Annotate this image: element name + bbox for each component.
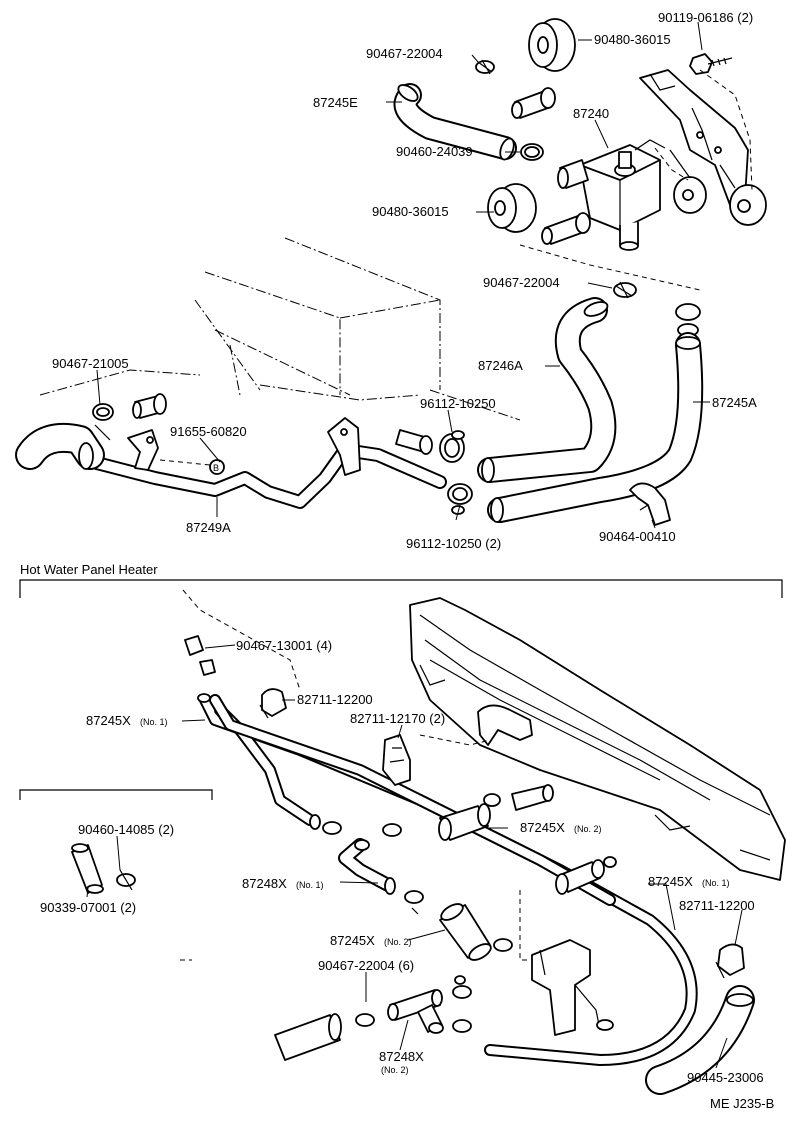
- pipe-connector-left: [132, 393, 167, 419]
- label-90480-36015-mid: 90480-36015: [372, 204, 449, 219]
- label-87245X-no2-a-sub: (No. 2): [574, 824, 602, 834]
- label-90467-22004-top: 90467-22004: [366, 46, 443, 61]
- footer-code: ME J235-B: [710, 1096, 774, 1111]
- label-90460-24039: 90460-24039: [396, 144, 473, 159]
- label-90467-13001: 90467-13001 (4): [236, 638, 332, 653]
- label-87245X-no1-a-sub: (No. 1): [140, 717, 168, 727]
- pipe-connector-right: [395, 429, 433, 455]
- clip-82711-12200-b: [715, 943, 745, 979]
- engine-block-outline: [39, 237, 521, 421]
- label-90339-07001: 90339-07001 (2): [40, 900, 136, 915]
- clamp-96112-10250-b: [447, 483, 473, 515]
- ref-marker-b: [209, 459, 225, 475]
- hose-87245E: [393, 83, 517, 161]
- label-87248X-no1: 87248X: [242, 876, 287, 891]
- clamp-90467-21005: [92, 403, 114, 441]
- label-90480-36015-top: 90480-36015: [594, 32, 671, 47]
- hose-87245A: [487, 332, 704, 523]
- pipe-connector-top: [511, 87, 556, 119]
- pipe-87249A: [78, 417, 447, 509]
- pipe-connector-mid: [541, 212, 591, 245]
- label-82711-12200-a: 82711-12200: [297, 692, 373, 707]
- label-90467-21005: 90467-21005: [52, 356, 129, 371]
- hose-87245X-no2-b: [439, 903, 513, 961]
- pipe-87248X-no2: [355, 975, 472, 1034]
- label-96112-10250-a: 96112-10250: [420, 396, 496, 411]
- label-90445-23006: 90445-23006: [687, 1070, 764, 1085]
- inset-box: [19, 789, 213, 894]
- clamp-96112-10250-a: [439, 430, 465, 463]
- connector-right: [555, 856, 617, 895]
- label-87248X-no2-sub: (No. 2): [381, 1065, 409, 1075]
- label-87245X-no2-a: 87245X: [520, 820, 565, 835]
- pipe-87248X-no1: [322, 821, 424, 915]
- label-82711-12170: 82711-12170 (2): [350, 711, 445, 726]
- label-87245X-no1-b: 87245X: [648, 874, 693, 889]
- label-87245X-no1-b-sub: (No. 1): [702, 878, 730, 888]
- label-87245E: 87245E: [313, 95, 358, 110]
- label-91655-60820: 91655-60820: [170, 424, 247, 439]
- label-96112-10250-b: 96112-10250 (2): [406, 536, 501, 551]
- leader-lines: [86, 21, 743, 1069]
- hose-87246A: [477, 297, 617, 483]
- label-87245X-no2-b: 87245X: [330, 933, 375, 948]
- mounting-bracket: [639, 69, 767, 226]
- bolt-90119-06186: [689, 53, 733, 75]
- label-90467-22004-mid: 90467-22004: [483, 275, 560, 290]
- grommet-90480-36015-top: [528, 18, 576, 72]
- dashboard-panel: [409, 597, 786, 881]
- clamp-90467-22004-mid: [613, 281, 637, 299]
- label-90467-22004-bot: 90467-22004 (6): [318, 958, 414, 973]
- label-90119-06186: 90119-06186 (2): [658, 10, 753, 25]
- hose-left-short: [15, 422, 105, 470]
- section-label: Hot Water Panel Heater: [20, 562, 158, 577]
- label-87248X-no1-sub: (No. 1): [296, 880, 324, 890]
- clamp-82711-12170: [382, 704, 533, 786]
- hose-87245X-no2-a: [438, 784, 554, 841]
- clamp-90467-13001: [184, 635, 216, 676]
- label-87245X-no2-b-sub: (No. 2): [384, 937, 412, 947]
- label-87249A: 87249A: [186, 520, 231, 535]
- label-87240: 87240: [573, 106, 609, 121]
- label-87248X-no2: 87248X: [379, 1049, 424, 1064]
- label-87245A: 87245A: [712, 395, 757, 410]
- clip-82711-12200-a: [259, 688, 287, 719]
- hose-lower-left: [274, 1013, 342, 1061]
- ref-marker-b-label: B: [213, 463, 219, 473]
- grommet-90480-36015-mid: [487, 183, 537, 233]
- clamp-90460-24039: [520, 143, 544, 161]
- heater-valve-bottom: [531, 939, 614, 1036]
- clamp-90467-22004-top: [475, 59, 495, 75]
- section-divider: [19, 579, 783, 598]
- label-82711-12200-b: 82711-12200: [679, 898, 755, 913]
- clamp-90464-00410: [629, 482, 671, 526]
- clamp-right-mid: [675, 303, 701, 337]
- valve-87240: [557, 139, 666, 251]
- label-90464-00410: 90464-00410: [599, 529, 676, 544]
- label-87245X-no1-a: 87245X: [86, 713, 131, 728]
- label-90460-14085: 90460-14085 (2): [78, 822, 174, 837]
- part-labels: 90119-06186 (2) 90480-36015 90467-22004 …: [40, 10, 774, 1111]
- label-87246A: 87246A: [478, 358, 523, 373]
- hose-90445-23006: [645, 985, 755, 1095]
- hose-87245X-no1-long: [197, 693, 698, 1066]
